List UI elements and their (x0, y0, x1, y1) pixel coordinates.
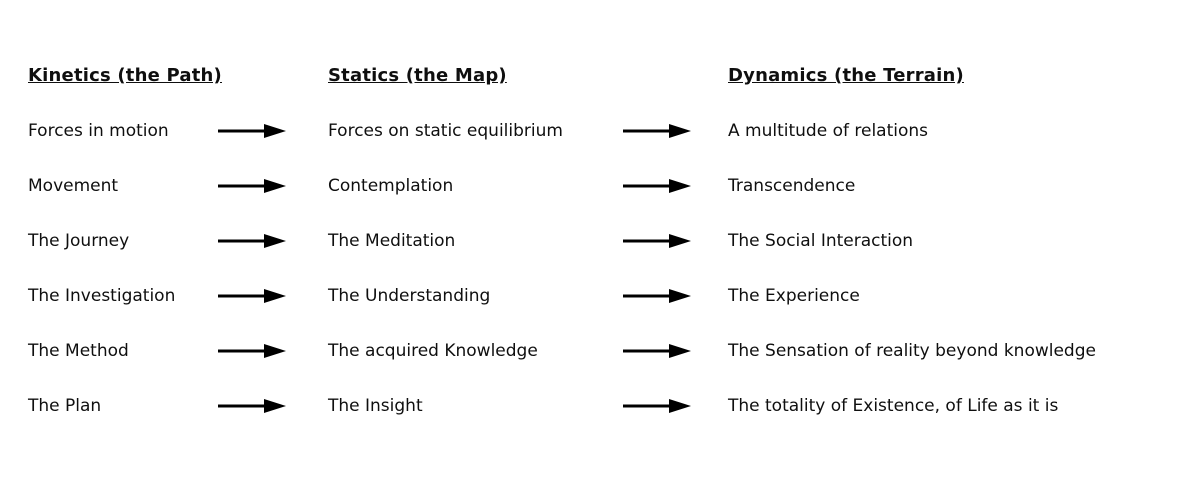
kinetics-label: The Journey (28, 230, 130, 251)
right-arrow-icon (623, 123, 728, 139)
statics-label: Forces on static equilibrium (328, 120, 563, 141)
dynamics-label: The Sensation of reality beyond knowledg… (728, 340, 1096, 361)
diagram-grid: Kinetics (the Path) Statics (the Map) Dy… (28, 65, 1096, 416)
column-header-statics: Statics (the Map) (328, 65, 507, 86)
statics-label: The acquired Knowledge (328, 340, 538, 361)
dynamics-label: The Experience (728, 285, 860, 306)
kinetics-label: The Investigation (28, 285, 176, 306)
right-arrow-icon (623, 398, 728, 414)
statics-label: The Insight (328, 395, 423, 416)
dynamics-label: Transcendence (728, 175, 856, 196)
kinetics-label: The Method (28, 340, 129, 361)
right-arrow-icon (623, 288, 728, 304)
statics-label: The Understanding (328, 285, 491, 306)
dynamics-label: A multitude of relations (728, 120, 928, 141)
right-arrow-icon (218, 288, 328, 304)
kinetics-label: Forces in motion (28, 120, 169, 141)
dynamics-label: The totality of Existence, of Life as it… (728, 395, 1059, 416)
right-arrow-icon (623, 343, 728, 359)
right-arrow-icon (218, 233, 328, 249)
right-arrow-icon (623, 233, 728, 249)
right-arrow-icon (218, 343, 328, 359)
column-header-kinetics: Kinetics (the Path) (28, 65, 222, 86)
right-arrow-icon (218, 398, 328, 414)
statics-label: The Meditation (328, 230, 456, 251)
kinetics-label: Movement (28, 175, 119, 196)
column-header-dynamics: Dynamics (the Terrain) (728, 65, 964, 86)
right-arrow-icon (623, 178, 728, 194)
kinetics-label: The Plan (28, 395, 102, 416)
statics-label: Contemplation (328, 175, 454, 196)
right-arrow-icon (218, 178, 328, 194)
dynamics-label: The Social Interaction (728, 230, 914, 251)
right-arrow-icon (218, 123, 328, 139)
